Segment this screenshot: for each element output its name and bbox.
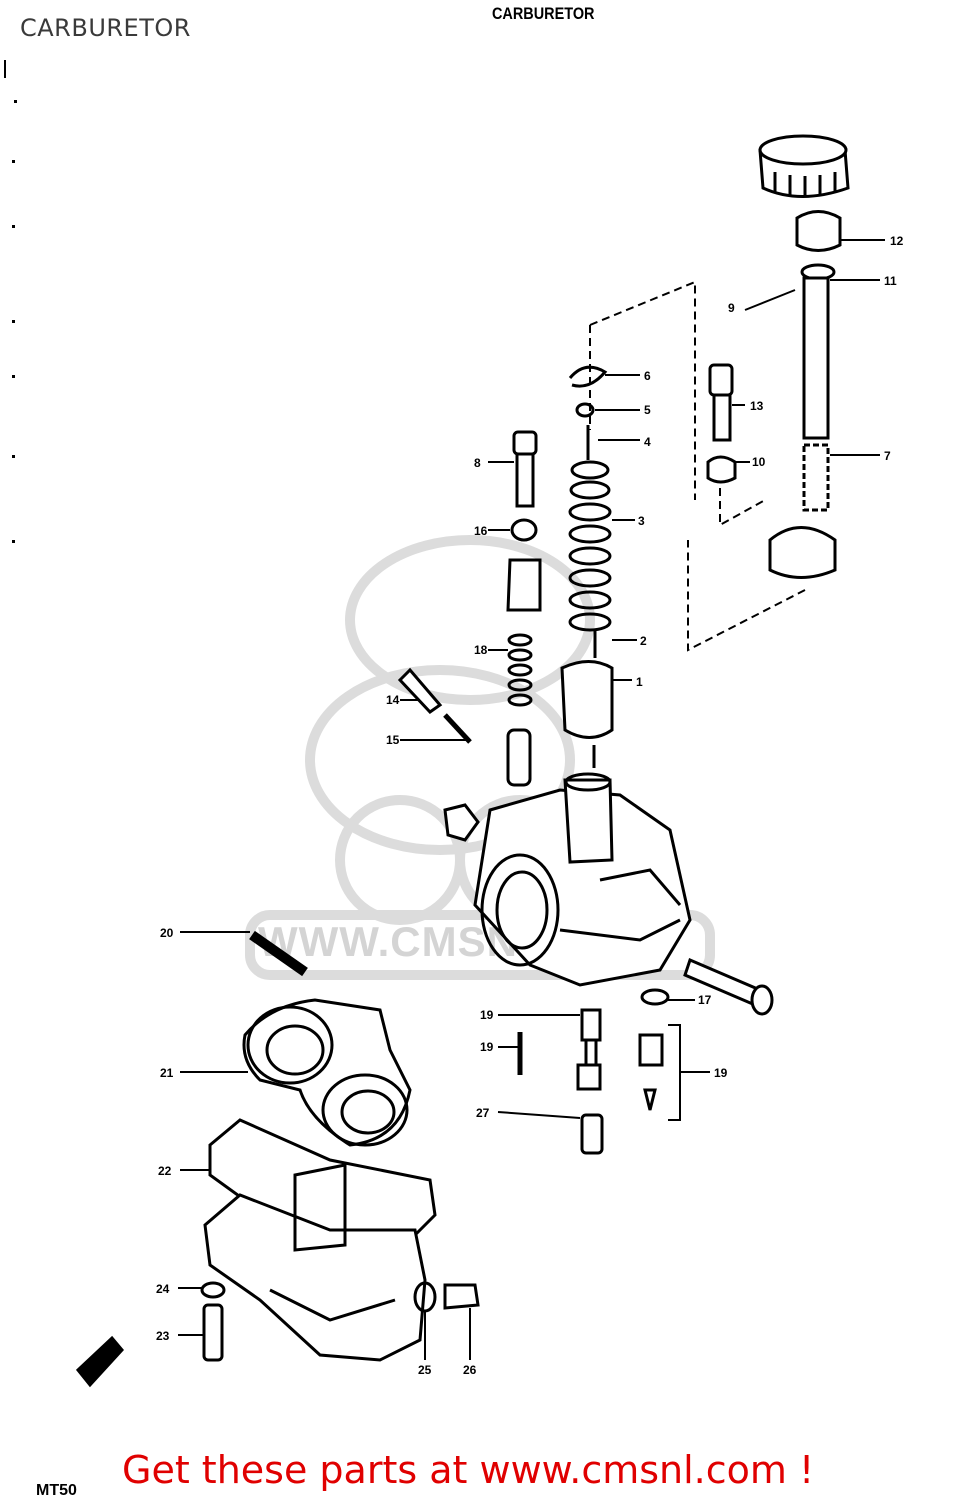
idle-screw	[512, 430, 538, 508]
promo-link[interactable]: Get these parts at www.cmsnl.com !	[122, 1448, 815, 1492]
main-jet	[576, 1008, 602, 1091]
pilot-screw	[708, 363, 734, 442]
starter-plunger	[768, 263, 837, 579]
direction-arrow	[75, 1335, 124, 1388]
float	[242, 998, 412, 1147]
float-chamber	[203, 1163, 427, 1362]
ref-24: 24	[156, 1282, 170, 1296]
washer	[510, 518, 538, 542]
ref-23: 23	[156, 1329, 170, 1343]
ref-14: 14	[386, 693, 400, 707]
drain-plug	[443, 1283, 480, 1310]
air-screw	[397, 667, 443, 714]
drain-screw	[683, 957, 762, 1008]
air-screw-spring	[443, 713, 472, 744]
ref-12: 12	[890, 234, 904, 248]
ref-13: 13	[750, 399, 764, 413]
ref-7: 7	[884, 449, 891, 463]
chamber-screw	[202, 1303, 224, 1362]
ref-6: 6	[644, 369, 651, 383]
ref-22: 22	[158, 1164, 172, 1178]
leader-lines	[178, 239, 885, 1360]
scan-speckles	[4, 60, 17, 543]
adjuster-spring	[507, 633, 533, 707]
ref-11: 11	[884, 274, 897, 288]
mixing-chamber-cap	[758, 134, 850, 198]
guide-pin	[506, 728, 532, 787]
ref-19b: 19	[480, 1040, 494, 1054]
ref-4: 4	[644, 435, 651, 449]
ref-9: 9	[728, 301, 735, 315]
ref-2: 2	[640, 634, 647, 648]
ref-8: 8	[474, 456, 481, 470]
float-needle	[643, 1088, 657, 1111]
ref-26: 26	[463, 1363, 477, 1377]
ref-5: 5	[644, 403, 651, 417]
pilot-jet	[580, 1113, 604, 1155]
pilot-washer	[706, 455, 737, 484]
assembly-bracket	[589, 280, 806, 652]
page-title: CARBURETOR	[20, 14, 191, 42]
float-valve	[638, 1033, 664, 1067]
needle-clip	[568, 365, 608, 388]
diagram-heading: CARBURETOR	[492, 4, 595, 23]
ref-21: 21	[160, 1066, 174, 1080]
ref-27: 27	[476, 1106, 490, 1120]
ref-19a: 19	[480, 1008, 494, 1022]
model-code: MT50	[36, 1482, 77, 1499]
chamber-washer	[200, 1281, 226, 1299]
gasket-washer	[640, 988, 670, 1006]
ref-18: 18	[474, 643, 488, 657]
ref-20: 20	[160, 926, 174, 940]
float-pin	[249, 930, 308, 977]
hex-nut	[443, 803, 480, 842]
rubber-cap	[795, 210, 842, 252]
throttle-valve	[560, 660, 614, 739]
ref-17: 17	[698, 993, 712, 1007]
ref-10: 10	[752, 455, 766, 469]
ref-15: 15	[386, 733, 400, 747]
adjuster-nut	[506, 558, 542, 612]
needle-retainer	[575, 402, 595, 418]
ref-25: 25	[418, 1363, 432, 1377]
carburetor-body	[473, 772, 692, 987]
ref-19c: 19	[714, 1066, 728, 1080]
throttle-spring	[568, 425, 612, 658]
ref-3: 3	[638, 514, 645, 528]
ref-1: 1	[636, 675, 643, 689]
ref-16: 16	[474, 524, 488, 538]
